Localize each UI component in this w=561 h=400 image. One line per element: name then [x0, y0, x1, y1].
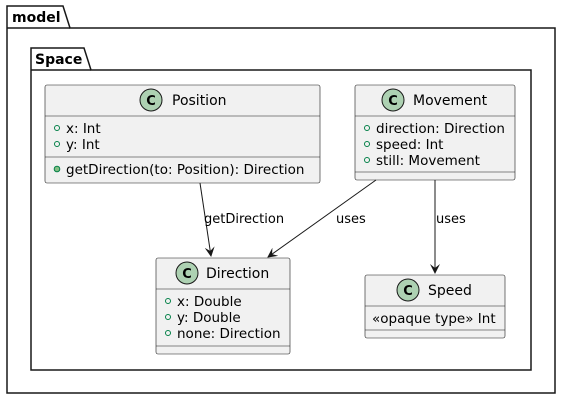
- public-marker-icon: [364, 125, 370, 131]
- public-marker-icon: [165, 314, 171, 320]
- class-direction[interactable]: C Direction x: Double y: Double none: Di…: [155, 257, 291, 355]
- package-model: model: [6, 5, 556, 394]
- class-icon: [381, 88, 405, 112]
- speed-opaque-type: «opaque type» Int: [372, 311, 496, 327]
- field-none: none: Direction: [177, 326, 281, 342]
- method-getdirection: getDirection(to: Position): Direction: [66, 162, 304, 178]
- field-x: x: Int: [66, 121, 101, 137]
- class-position-name: Position: [172, 93, 227, 109]
- public-marker-icon: [364, 157, 370, 163]
- class-position[interactable]: C Position x: Int y: Int getDirection(to…: [44, 84, 321, 184]
- class-speed[interactable]: C Speed «opaque type» Int: [364, 274, 506, 339]
- package-space-name: Space: [35, 52, 82, 68]
- class-icon-letter: C: [146, 94, 156, 109]
- relation-movement-speed: uses: [430, 180, 466, 274]
- class-speed-name: Speed: [428, 283, 472, 299]
- public-marker-icon: [54, 141, 60, 147]
- field-still: still: Movement: [376, 153, 480, 169]
- class-movement-name: Movement: [413, 93, 488, 109]
- field-x: x: Double: [177, 294, 242, 310]
- field-y: y: Int: [66, 137, 100, 153]
- class-movement[interactable]: C Movement direction: Direction speed: I…: [354, 84, 516, 181]
- relation-label-uses-direction: uses: [336, 212, 366, 227]
- public-marker-icon: [165, 330, 171, 336]
- package-space: Space: [30, 47, 532, 371]
- relation-position-direction: getDirection: [199, 182, 284, 257]
- public-marker-icon: [165, 298, 171, 304]
- class-icon: [175, 261, 199, 285]
- relation-label-getdirection: getDirection: [204, 212, 284, 227]
- field-speed: speed: Int: [376, 137, 443, 153]
- class-icon: [139, 88, 163, 112]
- field-direction: direction: Direction: [376, 121, 505, 137]
- relation-label-uses-speed: uses: [436, 212, 466, 227]
- class-icon-letter: C: [403, 284, 413, 299]
- public-marker-icon: [364, 141, 370, 147]
- relation-movement-direction: uses: [267, 179, 377, 258]
- class-icon-letter: C: [182, 267, 192, 282]
- public-marker-icon: [54, 125, 60, 131]
- package-model-name: model: [12, 10, 61, 26]
- class-icon: [396, 278, 420, 302]
- class-icon-letter: C: [388, 94, 398, 109]
- class-direction-name: Direction: [206, 266, 269, 282]
- field-y: y: Double: [177, 310, 241, 326]
- public-method-marker-icon: [53, 165, 61, 173]
